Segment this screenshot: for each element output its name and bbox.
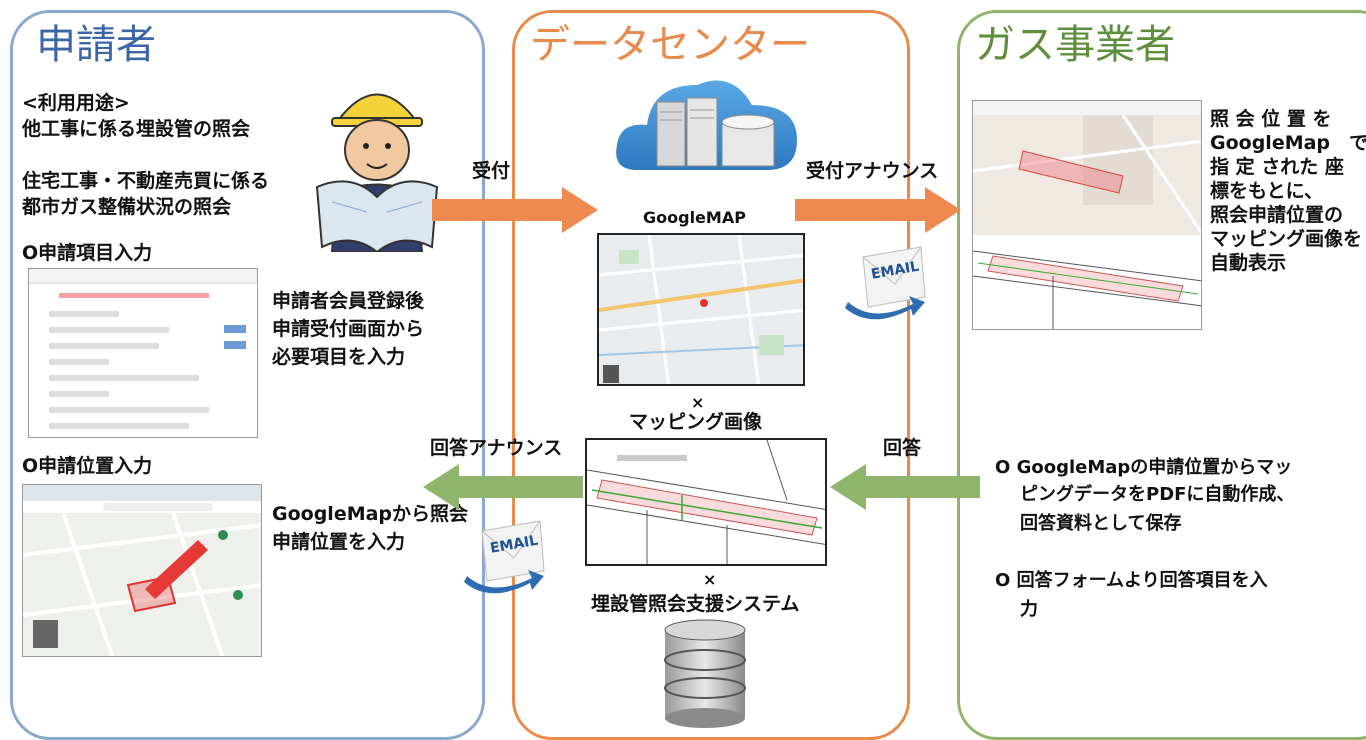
position-desc-1: GoogleMapから照会 <box>272 503 469 525</box>
googlemap-screenshot <box>597 233 805 386</box>
right-desc-1: 照 会 位 置 を <box>1210 108 1332 130</box>
system-label: 埋設管照会支援システム <box>591 593 800 615</box>
usage-line1: 他工事に係る埋設管の照会 <box>22 118 251 140</box>
worker-illustration <box>315 93 439 252</box>
receive-label: 受付 <box>472 160 511 182</box>
times-2: × <box>703 570 717 589</box>
usage-line2: 住宅工事・不動産売買に係る <box>22 170 270 192</box>
right-desc-4: 標をもとに、 <box>1210 180 1324 202</box>
answer-label: 回答 <box>883 437 922 459</box>
applicant-title: 申請者 <box>36 22 156 68</box>
usage-line3: 都市ガス整備状況の照会 <box>22 196 232 218</box>
email-icon: EMAIL <box>845 246 926 320</box>
googlemap-label: GoogleMAP <box>643 208 746 227</box>
answer-announce-arrow <box>423 464 583 510</box>
input-desc-2: 申請受付画面から <box>272 318 425 340</box>
input-desc-3: 必要項目を入力 <box>272 346 406 368</box>
datacenter-title: データセンター <box>530 22 810 68</box>
form-screenshot <box>28 268 258 438</box>
gas-company-title: ガス事業者 <box>975 22 1175 68</box>
bullet1-line1: O GoogleMapの申請位置からマッ <box>995 457 1293 478</box>
right-desc-3: 指 定 された 座 <box>1210 156 1344 178</box>
answer-announce-label: 回答アナウンス <box>430 437 563 459</box>
email-icon-2: EMAIL <box>464 520 545 594</box>
bullet1-line3: 回答資料として保存 <box>1020 513 1182 534</box>
browser-map-screenshot <box>22 484 262 657</box>
bullet2-line1: O 回答フォームより回答項目を入 <box>995 570 1268 591</box>
mapping-screenshot <box>585 438 827 566</box>
usage-heading: <利用用途> <box>22 92 130 114</box>
right-desc-6: マッピング画像を <box>1210 228 1363 250</box>
receive-announce-label: 受付アナウンス <box>806 160 939 182</box>
answer-arrow <box>830 464 980 510</box>
bullet1-line2: ピングデータをPDFに自動作成、 <box>1020 484 1295 505</box>
receive-arrow <box>432 187 598 233</box>
bullet2-line2: 力 <box>1020 599 1038 620</box>
right-desc-2: GoogleMap で <box>1210 132 1366 154</box>
times-1: × <box>691 393 705 412</box>
cloud-server-icon <box>616 80 797 170</box>
right-desc-5: 照会申請位置の <box>1210 204 1344 226</box>
gas-company-screenshot <box>972 100 1202 330</box>
position-heading: O申請位置入力 <box>22 455 153 477</box>
input-desc-1: 申請者会員登録後 <box>272 290 425 312</box>
database-icon <box>664 619 746 728</box>
input-heading: O申請項目入力 <box>22 242 153 264</box>
right-desc-7: 自動表示 <box>1210 252 1287 274</box>
mapping-label: マッピング画像 <box>629 411 763 433</box>
receive-announce-arrow <box>795 187 961 233</box>
position-desc-2: 申請位置を入力 <box>272 531 406 553</box>
